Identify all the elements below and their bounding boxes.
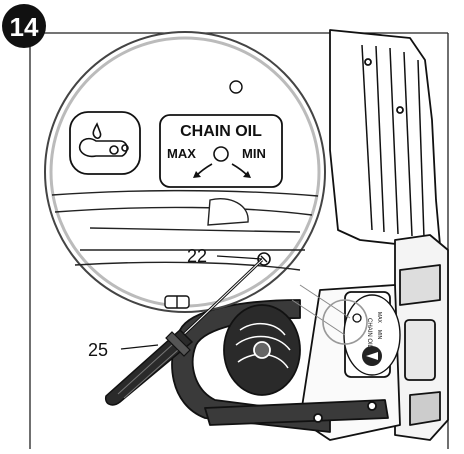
step-badge: 14 — [2, 4, 46, 48]
callout-22: 22 — [187, 246, 207, 266]
step-number: 14 — [10, 12, 39, 42]
magnified-detail: CHAIN OIL MAX MIN — [44, 31, 326, 313]
small-oil-label: CHAIN OIL MAX MIN — [343, 294, 401, 376]
screwdriver — [104, 258, 264, 406]
callout-leaders — [120, 255, 263, 350]
label-max: MAX — [167, 146, 196, 161]
housing-bolt — [164, 295, 190, 309]
small-label-min: MIN — [376, 330, 382, 340]
small-label-line1: CHAIN OIL — [366, 318, 372, 349]
callout-25: 25 — [88, 340, 108, 360]
adjust-screw-symbol — [213, 146, 229, 162]
zoom-guide-lines — [291, 284, 351, 336]
chain-oil-title: CHAIN OIL — [180, 123, 262, 140]
oil-drop-icon — [92, 122, 102, 139]
oil-icon-badge — [69, 111, 141, 175]
top-hole — [229, 80, 243, 94]
label-min: MIN — [242, 146, 266, 161]
small-label-max: MAX — [376, 312, 382, 324]
chain-bar-icon — [78, 137, 129, 158]
zoom-target-ring — [322, 299, 368, 345]
